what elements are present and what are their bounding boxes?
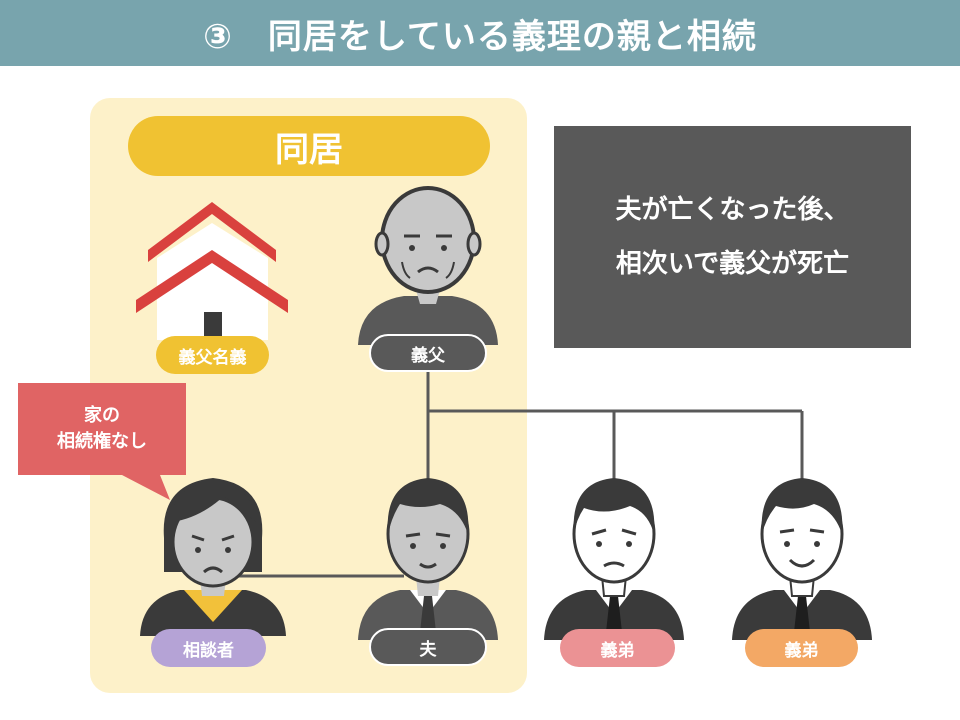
cohabitation-label: 同居 [128,116,490,176]
callout-line-1: 家の [84,404,120,426]
brother-in-law-2-icon [732,478,872,640]
page-title: ③ 同居をしている義理の親と相続 [0,0,960,66]
father-in-law-icon [358,186,498,345]
note-line-1: 夫が亡くなった後、 [615,195,850,225]
brother-in-law-1-icon [544,478,684,640]
husband-label: 夫 [369,628,487,666]
house-icon [136,202,288,340]
brother-in-law-2-label: 義弟 [745,629,858,667]
callout-line-2: 相続権なし [57,431,147,452]
consultant-label: 相談者 [151,629,266,667]
father-in-law-label: 義父 [369,334,487,372]
consultant-icon [140,478,286,636]
note-box: 夫が亡くなった後、 相次いで義父が死亡 [554,126,911,348]
house-owner-label: 義父名義 [156,336,269,374]
note-line-2: 相次いで義父が死亡 [615,249,850,279]
husband-icon [358,478,498,640]
callout-no-inheritance: 家の 相続権なし [18,383,186,475]
callout-tail [122,475,170,500]
brother-in-law-1-label: 義弟 [560,629,675,667]
family-tree-lines [236,370,804,578]
